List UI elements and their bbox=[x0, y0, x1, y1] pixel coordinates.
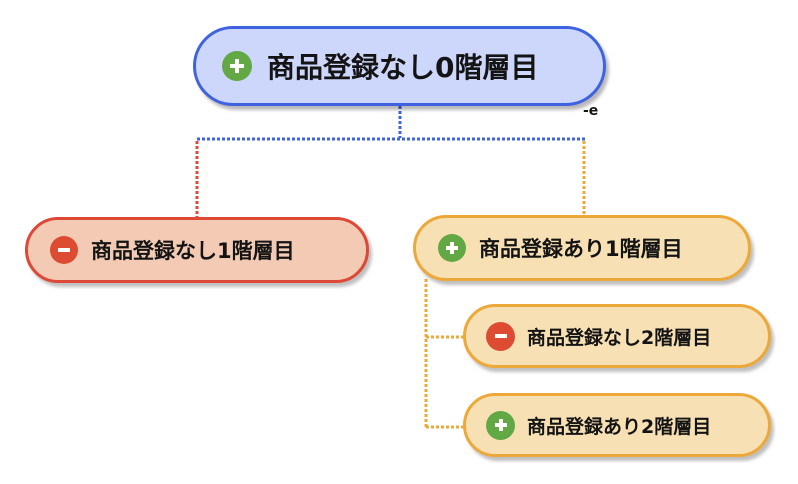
node-level2-yes-label: 商品登録あり2階層目 bbox=[527, 415, 712, 438]
collapse-handle[interactable]: -e bbox=[583, 103, 599, 119]
node-root[interactable]: 商品登録なし0階層目 bbox=[193, 26, 606, 106]
minus-icon[interactable] bbox=[486, 321, 515, 351]
node-root-label: 商品登録なし0階層目 bbox=[267, 51, 539, 84]
node-level1-yes-label: 商品登録あり1階層目 bbox=[479, 237, 683, 261]
minus-icon[interactable] bbox=[50, 236, 78, 264]
node-level1-no-label: 商品登録なし1階層目 bbox=[91, 239, 295, 263]
node-level1-yes[interactable]: 商品登録あり1階層目 bbox=[413, 215, 751, 281]
plus-icon[interactable] bbox=[222, 51, 252, 81]
node-level2-no-label: 商品登録なし2階層目 bbox=[527, 326, 712, 349]
node-level1-no[interactable]: 商品登録なし1階層目 bbox=[25, 217, 369, 283]
plus-icon[interactable] bbox=[438, 234, 466, 262]
node-level2-yes[interactable]: 商品登録あり2階層目 bbox=[463, 393, 771, 457]
plus-icon[interactable] bbox=[486, 410, 515, 440]
node-level2-no[interactable]: 商品登録なし2階層目 bbox=[463, 304, 771, 368]
